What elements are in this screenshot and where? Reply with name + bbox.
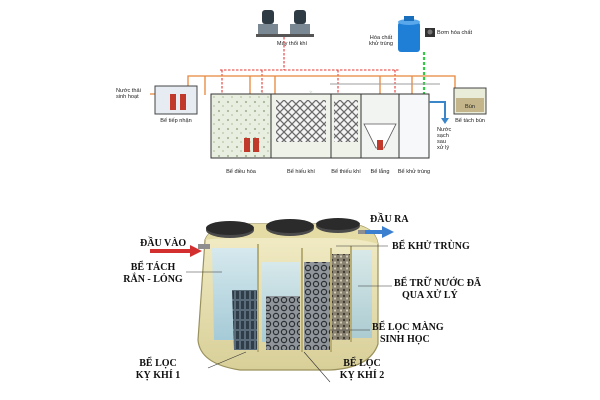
disinfection-tank-label: Bể khử trùng bbox=[398, 168, 430, 175]
anoxic-tank-label: Bể thiếu khí bbox=[331, 168, 361, 175]
sludge-tank-label: Bể tách bùn bbox=[455, 117, 485, 124]
chemical-pump-label: Bơm hóa chất bbox=[437, 30, 473, 36]
chemical-tank-label-1: Hóa chất bbox=[370, 35, 393, 41]
sludge-tank-inner-label: Bùn bbox=[465, 104, 475, 110]
wastewater-in-label-1: Nước thải bbox=[116, 88, 141, 94]
treated-storage-label-2: QUA XỬ LÝ bbox=[402, 289, 459, 301]
top-schematic: HÙNG HẢI Máy thổi khí Hóa chất khử trùng… bbox=[116, 10, 487, 175]
outlet-label: ĐẦU RA bbox=[370, 212, 409, 225]
chemical-tank-icon bbox=[398, 16, 420, 52]
settling-tank-label: Bể lắng bbox=[371, 168, 390, 175]
bio-membrane-label-1: BỂ LỌC MÀNG bbox=[372, 320, 444, 333]
separation-label-2: RẮN - LỎNG bbox=[123, 272, 183, 285]
blower-icon bbox=[256, 10, 314, 37]
inlet-label: ĐẦU VÀO bbox=[140, 236, 186, 249]
clean-water-label-1: Nước bbox=[437, 127, 451, 133]
disinfection-tank bbox=[398, 93, 430, 159]
equalization-tank bbox=[210, 93, 272, 159]
wastewater-in-label-2: sinh hoạt bbox=[116, 94, 139, 100]
anaerobic-2-label-2: KỴ KHÍ 2 bbox=[340, 369, 384, 381]
anaerobic-2-label-1: BỂ LỌC bbox=[343, 356, 381, 369]
clean-water-pipe bbox=[429, 101, 446, 120]
blower-label: Máy thổi khí bbox=[277, 40, 308, 47]
equalization-tank-label: Bể điều hòa bbox=[226, 168, 257, 175]
separation-label-1: BỂ TÁCH bbox=[131, 260, 176, 273]
clean-water-label-3: sau bbox=[437, 139, 446, 145]
aerobic-tank-label: Bể hiếu khí bbox=[287, 168, 315, 175]
treated-storage-label-1: BỂ TRỮ NƯỚC ĐÃ bbox=[394, 276, 482, 289]
chemical-tank-label-2: khử trùng bbox=[369, 40, 393, 47]
clean-water-label-2: sạch bbox=[437, 133, 449, 139]
leader-lines bbox=[186, 245, 392, 383]
anaerobic-1-label-2: KỴ KHÍ 1 bbox=[136, 369, 180, 381]
clean-water-label-4: xử lý bbox=[437, 144, 449, 151]
process-pipe bbox=[150, 75, 456, 100]
bottom-tank-illustration: ĐẦU VÀO ĐẦU RA BỂ KHỬ TRÙNG BỂ TÁCH RẮN … bbox=[123, 212, 482, 383]
bio-membrane-label-2: SINH HỌC bbox=[380, 334, 430, 345]
receiving-tank-label: Bể tiếp nhận bbox=[160, 117, 191, 124]
chemical-pump-icon bbox=[425, 28, 435, 37]
disinfection-label: BỂ KHỬ TRÙNG bbox=[392, 239, 470, 252]
anaerobic-1-label-1: BỂ LỌC bbox=[139, 356, 177, 369]
